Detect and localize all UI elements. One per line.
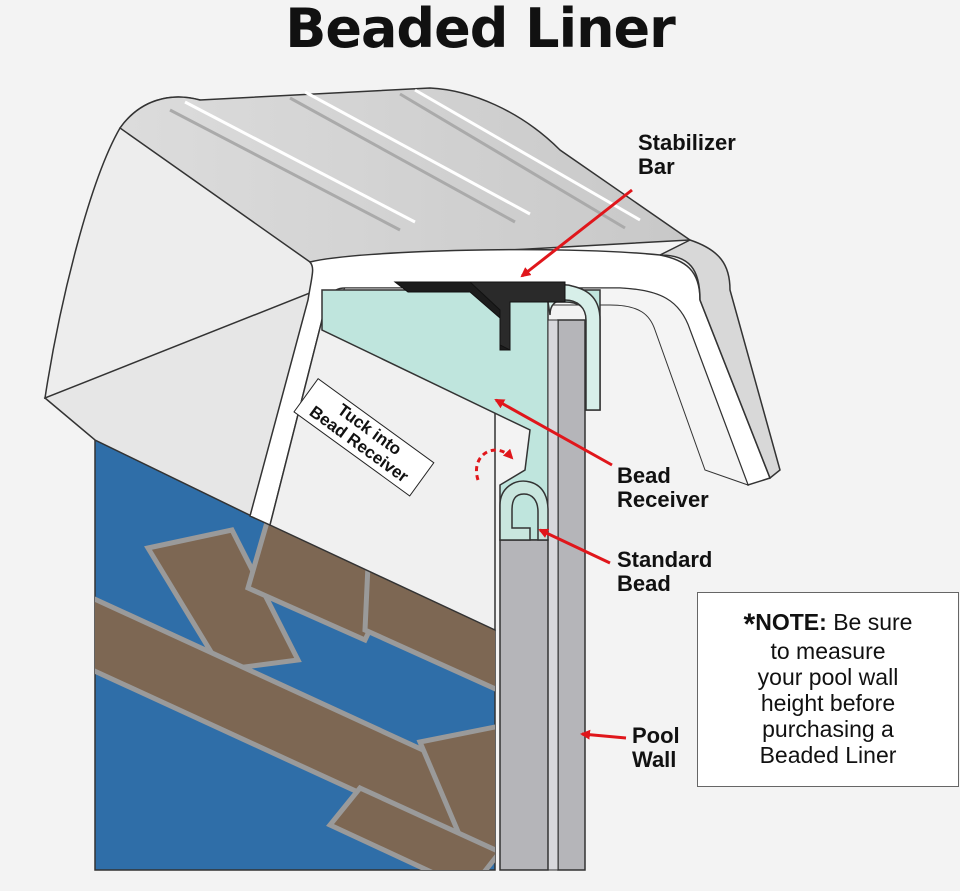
stabilizer-bar-arrow: [520, 188, 633, 278]
note-line: purchasing a: [762, 716, 894, 742]
pool-wall-arrow: [580, 729, 627, 740]
stabilizer-bar-part: [393, 281, 566, 351]
stabilizer-bar-label: Stabilizer Bar: [638, 130, 736, 179]
note-box: *NOTE: Be sure to measure your pool wall…: [697, 592, 959, 787]
top-rail-cap: [43, 87, 781, 527]
note-heading: NOTE:: [755, 609, 827, 635]
tuck-curved-arrow: [475, 448, 514, 481]
liner-pattern-tile: [326, 784, 495, 870]
pool-wall-part: [499, 319, 586, 871]
standard-bead-arrow: [538, 528, 611, 565]
note-line: your pool wall: [757, 664, 899, 690]
standard-bead-part: [499, 480, 549, 541]
note-asterisk: *: [743, 608, 756, 641]
pool-wall-label: Pool Wall: [632, 723, 680, 772]
liner-pattern-tile: [416, 718, 495, 863]
diagram-title: Beaded Liner: [285, 0, 676, 60]
liner-pattern-stripe: [95, 586, 495, 866]
note-line: Beaded Liner: [759, 742, 897, 768]
note-line: to measure: [770, 638, 886, 664]
liner-pattern-tile: [144, 527, 302, 673]
note-line: Be sure: [833, 609, 913, 635]
bead-receiver-arrow: [494, 398, 613, 467]
standard-bead-label: Standard Bead: [617, 547, 713, 596]
bead-receiver-label: Bead Receiver: [617, 463, 709, 512]
liner-panel: [94, 438, 496, 871]
note-line: height before: [760, 690, 896, 716]
